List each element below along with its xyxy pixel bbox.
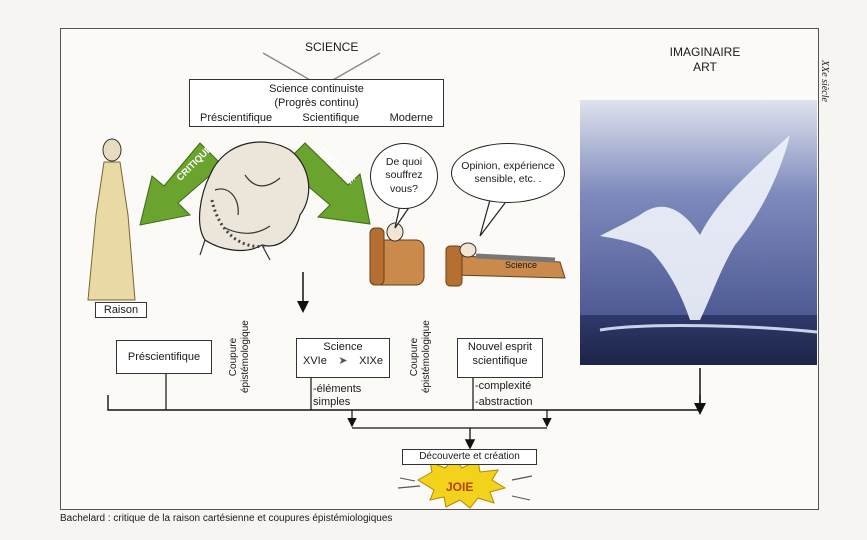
figure-caption: Bachelard : critique de la raison cartés… — [60, 513, 393, 524]
coupure-label-2: Coupure épistémologique — [409, 320, 433, 393]
stage-prescientifique: Préscientifique — [200, 111, 273, 124]
doctor-bubble-line3: vous? — [389, 182, 418, 195]
raison-label: Raison — [95, 302, 147, 318]
coupure-2-line1: Coupure — [409, 337, 420, 377]
nouvel-note-line1: -complexité — [475, 380, 532, 392]
nouvel-note: -complexité -abstraction — [475, 380, 532, 409]
science-note: -éléments simples — [313, 383, 361, 409]
progres-continu-label: (Progrès continu) — [274, 96, 359, 109]
science-note-line2: simples — [313, 396, 351, 409]
science-box-title: Science — [323, 341, 363, 353]
science-arrow-icon: ➤ — [338, 354, 348, 367]
art-painting — [580, 100, 818, 365]
couch-science-label: Science — [505, 260, 538, 270]
art-heading: ART — [693, 60, 717, 74]
coupure-1-line2: épistémologique — [240, 320, 251, 393]
decouverte-box: Découverte et création — [402, 449, 537, 465]
nouvel-line1: Nouvel esprit — [467, 341, 533, 353]
armchair-sketch — [369, 222, 425, 286]
coupure-1-line1: Coupure — [228, 337, 239, 377]
patient-speech-bubble: Opinion, expérience sensible, etc. . — [451, 143, 565, 203]
nouvel-note-line2: -abstraction — [475, 396, 533, 409]
science-note-line1: -éléments — [313, 383, 362, 395]
imaginaire-heading: IMAGINAIRE — [669, 45, 741, 59]
joie-label: JOIE — [446, 480, 474, 494]
bachelard-portrait — [199, 141, 310, 261]
patient-bubble-line1: Opinion, expérience — [461, 159, 555, 172]
science-box: Science XVIe ➤ XIXe — [296, 338, 390, 378]
nouvel-line2: scientifique — [472, 354, 528, 367]
doctor-bubble-line2: souffrez — [385, 169, 423, 182]
science-to: XIXe — [359, 354, 383, 367]
century-side-label: XXe siècle — [819, 60, 830, 102]
science-from: XVIe — [303, 354, 327, 367]
coupure-2-line2: épistémologique — [421, 320, 432, 393]
patient-bubble-line2: sensible, etc. . — [474, 173, 542, 185]
couch-sketch — [445, 242, 566, 287]
stage-moderne: Moderne — [389, 111, 433, 124]
continuiste-title: Science continuiste — [269, 83, 364, 95]
coupure-label-1: Coupure épistémologique — [228, 320, 252, 393]
raison-figure — [87, 138, 136, 301]
doctor-bubble-line1: De quoi — [385, 156, 423, 169]
stage-scientifique: Scientifique — [302, 111, 360, 124]
prescientifique-box: Préscientifique — [116, 340, 212, 374]
doctor-speech-bubble: De quoi souffrez vous? — [370, 143, 438, 209]
science-continuiste-box: Science continuiste (Progrès continu) Pr… — [189, 79, 444, 127]
nouvel-esprit-box: Nouvel esprit scientifique — [457, 338, 543, 378]
science-heading: SCIENCE — [305, 40, 359, 54]
